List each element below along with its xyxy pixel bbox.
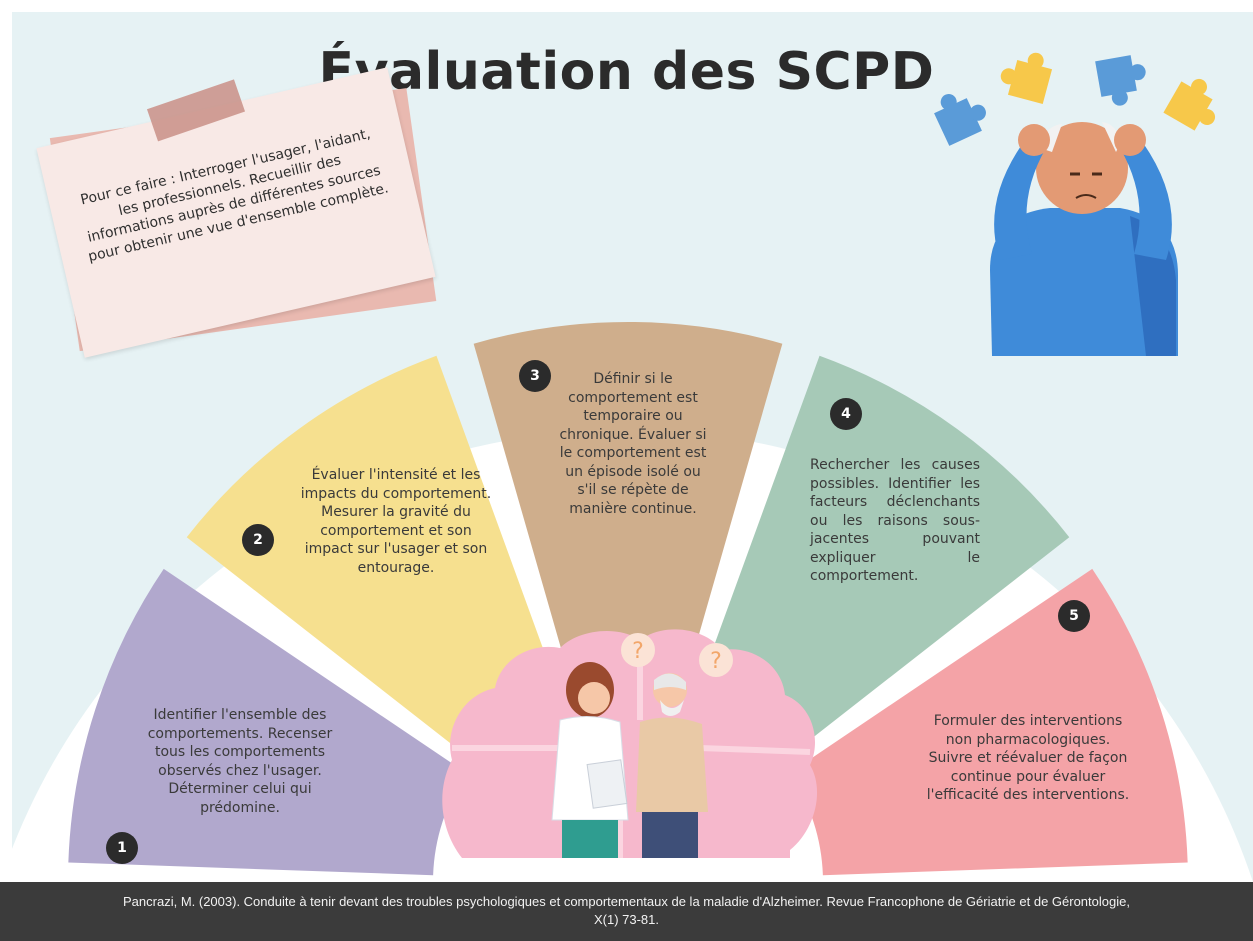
- worried-man-illustration: [934, 52, 1216, 356]
- puzzle-piece-yellow-2: [1163, 78, 1216, 131]
- doctor-figure: [551, 662, 629, 858]
- step-4-segment: [694, 355, 1070, 762]
- step-5-segment: [789, 568, 1188, 876]
- step-3-text: Définir si le comportement est temporair…: [559, 371, 707, 517]
- puzzle-piece-blue-left: [934, 94, 986, 146]
- step-3-badge: 3: [519, 360, 551, 392]
- step-5-text: Formuler des interventions non pharmacol…: [926, 713, 1130, 803]
- step-5-badge: 5: [1058, 600, 1090, 632]
- brain-shape: [442, 629, 818, 858]
- elderly-man-figure: [636, 673, 708, 858]
- citation-line-1: Pancrazi, M. (2003). Conduite à tenir de…: [123, 894, 1130, 909]
- puzzle-piece-yellow-1: [1000, 52, 1053, 105]
- question-bubble-2: [699, 643, 733, 677]
- step-1-badge: 1: [106, 832, 138, 864]
- step-4-text: Rechercher les causes possibles. Identif…: [810, 457, 980, 584]
- step-1-segment: [68, 568, 467, 876]
- step-2-badge: 2: [242, 524, 274, 556]
- step-1-text: Identifier l'ensemble des comportements.…: [147, 707, 333, 816]
- citation-line-2: X(1) 73-81.: [593, 912, 660, 927]
- step-4-badge: 4: [830, 398, 862, 430]
- worried-man: [990, 122, 1178, 356]
- question-bubble-1: [621, 633, 655, 667]
- step-2-segment: [186, 355, 562, 762]
- brain-illustration: ? ?: [442, 629, 818, 858]
- question-mark-2: ?: [710, 649, 722, 674]
- step-2-text: Évaluer l'intensité et les impacts du co…: [300, 467, 492, 576]
- step-3-segment: [473, 321, 783, 695]
- question-mark-1: ?: [632, 639, 644, 664]
- page-title: Évaluation des SCPD: [318, 42, 935, 102]
- puzzle-piece-blue-2: [1095, 55, 1146, 106]
- citation-footer: Pancrazi, M. (2003). Conduite à tenir de…: [0, 882, 1253, 941]
- brain-puzzle-lines: [452, 640, 811, 858]
